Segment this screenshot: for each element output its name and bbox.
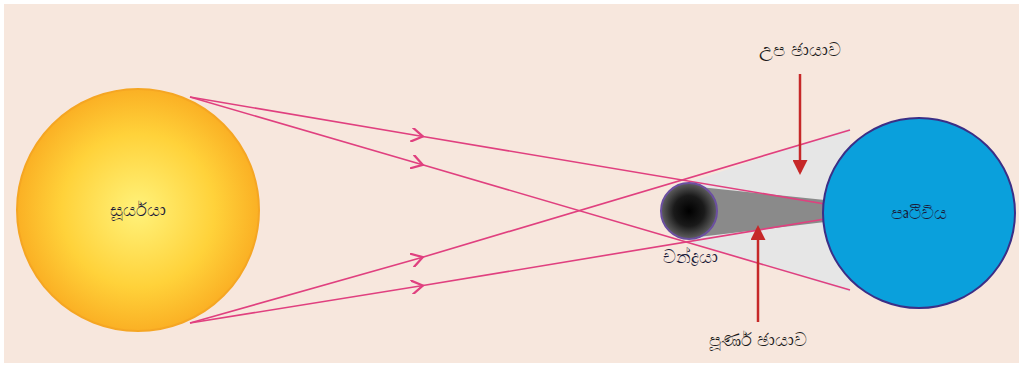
shadow-label: උප ඡායාව [759,39,841,61]
earth-circle: පෘථිවිය [822,117,1016,309]
penumbra-pointer [799,74,802,172]
light-rays [190,97,850,323]
body-name: සූර්යයා [110,199,166,221]
body-name: පෘථිවිය [891,202,947,224]
sun-circle: සූර්යයා [16,88,260,332]
moon-circle [660,182,718,240]
shadow-label: පූර්ණ ඡායාව [709,329,808,351]
moon-label: චන්ද්‍රයා [640,246,740,268]
moon-group: චන්ද්‍රයා [640,180,740,280]
umbra-pointer [757,228,760,322]
